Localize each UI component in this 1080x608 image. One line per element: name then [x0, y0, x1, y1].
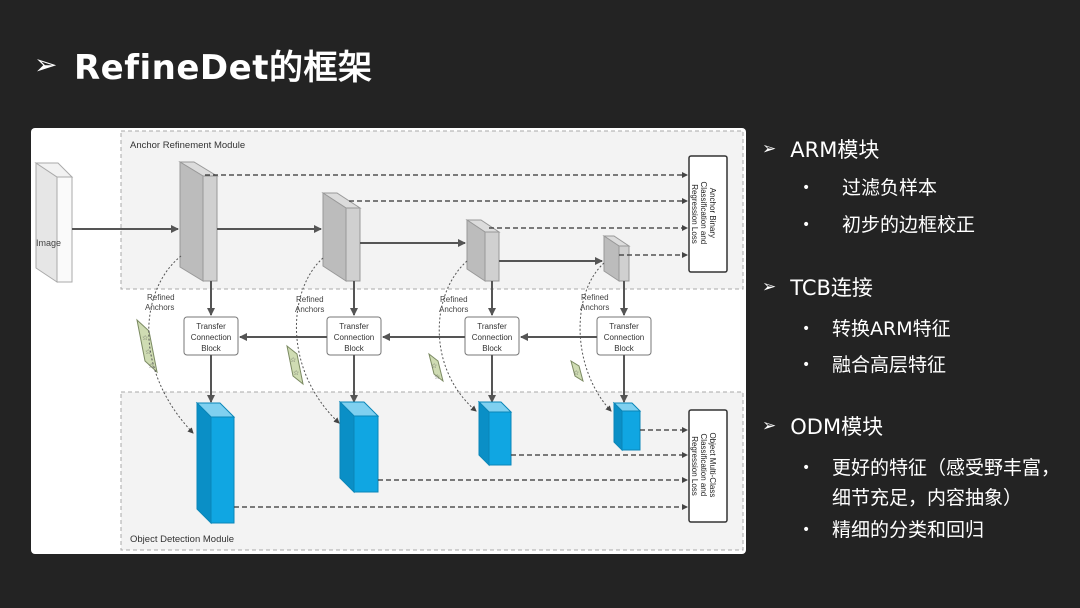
arrow-bullet-icon: ➢ — [762, 416, 777, 436]
arrow-bullet-icon: ➢ — [762, 277, 777, 297]
arrow-bullet-icon: ➢ — [34, 48, 58, 81]
refined-anchors-shape-1: ☆ ☆ ☆ — [136, 318, 158, 374]
dot-bullet-icon: • — [802, 217, 811, 233]
dot-bullet-icon: • — [802, 180, 811, 196]
slide-title: ➢ RefineDet的框架 — [34, 40, 372, 89]
svg-text:☆: ☆ — [573, 369, 579, 377]
arm-loss-box — [688, 155, 728, 273]
dot-bullet-icon: • — [802, 522, 811, 538]
svg-text:☆: ☆ — [148, 362, 154, 370]
arm-module-box — [120, 130, 744, 290]
input-image-label: Image — [36, 238, 61, 248]
input-image: Image — [34, 162, 74, 283]
section-heading: ARM模块 — [790, 138, 880, 162]
svg-text:☆: ☆ — [142, 334, 148, 342]
odm-module-label: Object Detection Module — [130, 534, 234, 545]
arm-block-1 — [178, 161, 219, 282]
arm-block-4 — [602, 235, 631, 282]
svg-text:☆: ☆ — [290, 356, 296, 364]
refinedet-diagram: Anchor Refinement Module Object Detectio… — [31, 128, 746, 554]
odm-loss-box — [688, 409, 728, 523]
dot-bullet-icon: • — [802, 460, 811, 476]
svg-text:☆: ☆ — [434, 373, 440, 381]
refined-anchors-shape-3: ☆☆ — [428, 352, 444, 383]
section-heading: ODM模块 — [790, 415, 884, 439]
dot-bullet-icon: • — [802, 321, 811, 337]
section-heading: TCB连接 — [790, 276, 873, 300]
svg-text:☆: ☆ — [293, 369, 299, 377]
list-item: • 精细的分类和回归 — [802, 515, 1072, 545]
svg-text:☆: ☆ — [431, 362, 437, 370]
arm-block-3 — [465, 219, 501, 282]
svg-text:☆: ☆ — [145, 348, 151, 356]
section-odm: ➢ ODM模块 — [762, 411, 883, 441]
arm-module-label: Anchor Refinement Module — [130, 140, 245, 151]
arm-loss-label: Anchor Binary Classification and Regress… — [690, 182, 717, 247]
odm-block-1 — [195, 401, 236, 525]
arm-block-2 — [321, 192, 362, 282]
dot-bullet-icon: • — [802, 357, 811, 373]
refined-anchors-shape-2: ☆☆ — [286, 344, 304, 386]
odm-block-2 — [338, 400, 380, 494]
section-tcb: ➢ TCB连接 — [762, 272, 873, 302]
list-item: • 初步的边框校正 — [802, 210, 1072, 240]
arrow-bullet-icon: ➢ — [762, 139, 777, 159]
slide-title-text: RefineDet的框架 — [73, 48, 373, 88]
odm-block-4 — [612, 401, 642, 452]
list-item: • 过滤负样本 — [802, 173, 1072, 203]
list-item: • 更好的特征（感受野丰富，细节充足，内容抽象） — [802, 453, 1072, 513]
section-arm: ➢ ARM模块 — [762, 134, 879, 164]
odm-loss-label: Object Multi-Class Classification and Re… — [690, 432, 717, 499]
odm-block-3 — [477, 400, 513, 467]
refined-anchors-shape-4: ☆ — [570, 359, 584, 383]
list-item: • 融合高层特征 — [802, 350, 1072, 380]
list-item: • 转换ARM特征 — [802, 314, 1072, 344]
